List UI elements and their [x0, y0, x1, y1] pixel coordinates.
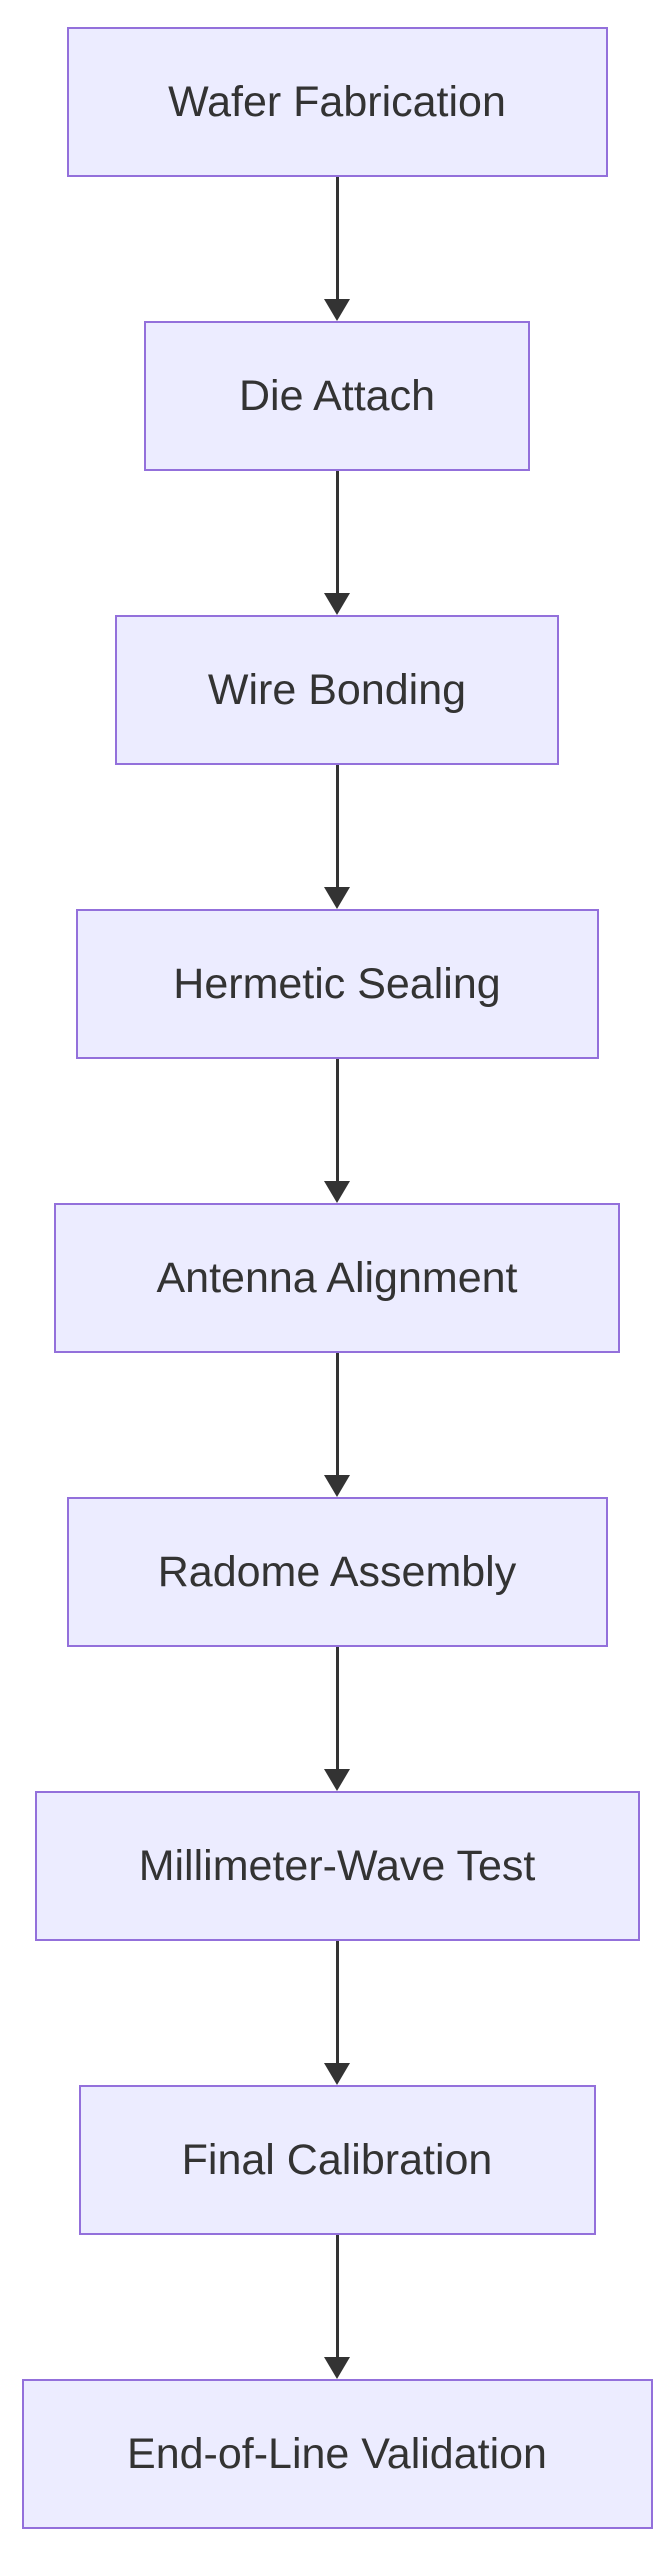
flow-edge-3: [324, 765, 350, 909]
edge-line: [335, 177, 339, 299]
flow-edge-1: [324, 177, 350, 321]
edge-line: [335, 471, 339, 593]
arrow-down-icon: [324, 887, 350, 909]
flow-node-end-of-line-validation: End-of-Line Validation: [21, 2379, 653, 2529]
arrow-down-icon: [324, 2357, 350, 2379]
flow-edge-8: [324, 2235, 350, 2379]
flow-node-label: Millimeter-Wave Test: [138, 1841, 536, 1890]
flow-node-final-calibration: Final Calibration: [78, 2085, 596, 2235]
edge-line: [335, 1353, 339, 1475]
arrow-down-icon: [324, 299, 350, 321]
edge-line: [335, 1059, 339, 1181]
flow-edge-6: [324, 1647, 350, 1791]
arrow-down-icon: [324, 1769, 350, 1791]
flow-node-label: Antenna Alignment: [156, 1253, 518, 1302]
flow-node-hermetic-sealing: Hermetic Sealing: [75, 909, 599, 1059]
flow-node-label: Wafer Fabrication: [168, 77, 506, 126]
flow-node-wire-bonding: Wire Bonding: [115, 615, 559, 765]
edge-line: [335, 1941, 339, 2063]
flow-node-die-attach: Die Attach: [144, 321, 530, 471]
arrow-down-icon: [324, 1475, 350, 1497]
flow-node-label: Final Calibration: [181, 2135, 493, 2184]
flow-node-millimeter-wave-test: Millimeter-Wave Test: [34, 1791, 640, 1941]
arrow-down-icon: [324, 1181, 350, 1203]
flow-node-radome-assembly: Radome Assembly: [66, 1497, 608, 1647]
flow-node-wafer-fabrication: Wafer Fabrication: [66, 27, 608, 177]
edge-line: [335, 1647, 339, 1769]
flow-edge-7: [324, 1941, 350, 2085]
flow-edge-5: [324, 1353, 350, 1497]
arrow-down-icon: [324, 593, 350, 615]
flow-node-label: Wire Bonding: [207, 665, 467, 714]
flow-node-label: Die Attach: [239, 371, 435, 420]
flow-node-label: Hermetic Sealing: [173, 959, 501, 1008]
arrow-down-icon: [324, 2063, 350, 2085]
edge-line: [335, 765, 339, 887]
flow-node-antenna-alignment: Antenna Alignment: [54, 1203, 620, 1353]
flow-column: Wafer Fabrication Die Attach Wire Bondin…: [4, 27, 666, 2529]
flow-edge-2: [324, 471, 350, 615]
flow-node-label: Radome Assembly: [157, 1547, 517, 1596]
edge-line: [335, 2235, 339, 2357]
flow-node-label: End-of-Line Validation: [127, 2429, 547, 2478]
flow-edge-4: [324, 1059, 350, 1203]
